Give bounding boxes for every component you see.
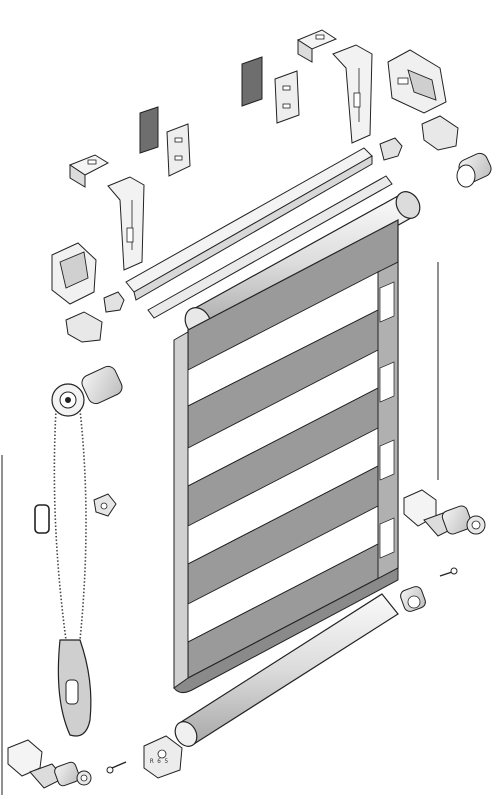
chain-clip — [93, 493, 117, 517]
end-cap-bottom-right — [400, 586, 426, 612]
screw-right — [439, 567, 458, 577]
side-cassette-cap-left — [51, 242, 97, 305]
cassette-end-cap-top-right — [387, 49, 447, 114]
cord-guide-small-top — [379, 137, 403, 161]
bead-chain — [53, 409, 87, 641]
cord-guide-small-left — [103, 291, 125, 313]
side-bracket-bottom-left — [7, 739, 65, 789]
cassette-cover-strip — [147, 175, 393, 319]
long-bracket-left — [107, 176, 145, 271]
adhesive-pad-2 — [241, 56, 263, 107]
bottom-bracket-code-label: R 6 5 — [150, 758, 169, 765]
top-rail-cassette — [125, 147, 373, 301]
screw-bottom — [106, 761, 127, 774]
clip-left — [65, 311, 103, 343]
idle-end-plug-bottom-left — [54, 761, 92, 787]
mounting-bracket-1 — [166, 123, 191, 177]
idle-end-plug-right — [441, 505, 486, 535]
zebra-fabric — [173, 219, 399, 694]
side-bracket-top-right — [296, 29, 338, 63]
bottom-rail-tube — [174, 593, 399, 747]
top-roller-tube — [184, 191, 421, 337]
long-bracket-right — [332, 44, 373, 144]
clip-top-right — [421, 115, 459, 151]
mounting-bracket-2 — [274, 70, 300, 124]
adhesive-pad-1 — [139, 106, 159, 154]
bottom-bracket-coded — [143, 735, 183, 779]
chain-weight — [57, 639, 92, 737]
chain-control-mechanism — [51, 365, 123, 417]
chain-stopper — [34, 504, 50, 534]
side-bracket-top-left — [68, 154, 110, 188]
end-cap-cylinder-top-right — [456, 152, 492, 188]
